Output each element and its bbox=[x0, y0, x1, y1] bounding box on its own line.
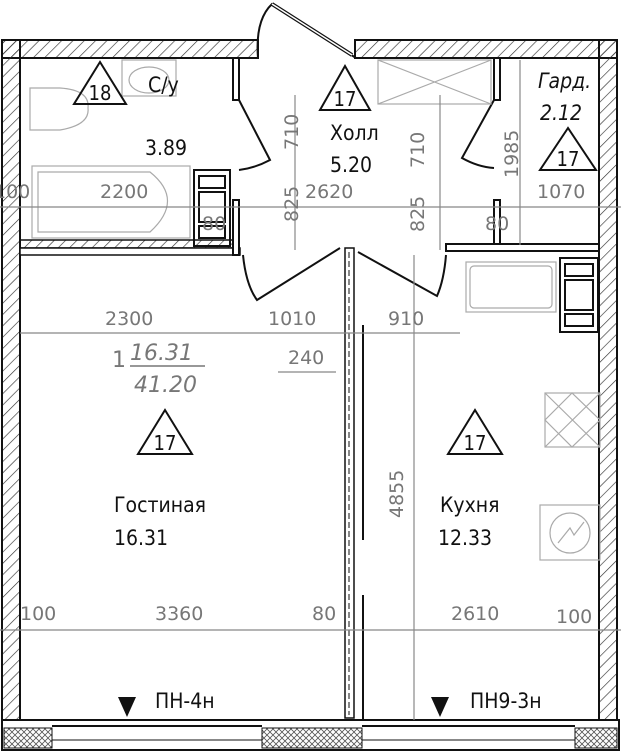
dimension-lines bbox=[0, 60, 621, 720]
room-kitchen: 17 Кухня 12.33 bbox=[438, 408, 504, 550]
living-name: Гостиная bbox=[114, 493, 206, 517]
doors bbox=[238, 2, 495, 302]
dim-label: 80 bbox=[312, 603, 336, 625]
living-area-summary: 16.31 bbox=[130, 341, 193, 366]
dim-label: 100 bbox=[0, 181, 30, 203]
hall-marker: 17 bbox=[334, 87, 357, 111]
dim-label: 100 bbox=[556, 606, 592, 628]
dim-label: 910 bbox=[388, 308, 424, 330]
dim-label: 710 bbox=[281, 114, 303, 150]
rooms-count: 1 bbox=[112, 348, 126, 373]
room-bathroom: 18 С/у 3.89 bbox=[72, 60, 187, 160]
living-area: 16.31 bbox=[114, 526, 168, 550]
exterior-walls bbox=[1, 39, 618, 721]
dimension-labels: 100 2200 80 2620 80 1070 2300 1010 910 2… bbox=[0, 114, 592, 628]
dim-label: 4855 bbox=[386, 470, 408, 518]
bathroom-area: 3.89 bbox=[145, 136, 187, 160]
bathroom-fixtures bbox=[29, 59, 231, 247]
hall-area: 5.20 bbox=[330, 153, 372, 177]
dim-label: 1985 bbox=[501, 130, 523, 178]
wardrobe-marker: 17 bbox=[557, 147, 580, 171]
closet bbox=[377, 59, 492, 105]
dim-label: 100 bbox=[20, 603, 56, 625]
kitchen-marker: 17 bbox=[464, 431, 487, 455]
dim-label: 825 bbox=[407, 196, 429, 232]
dim-label: 2610 bbox=[451, 603, 499, 625]
dim-label: 825 bbox=[281, 186, 303, 222]
room-wardrobe: Гард. 2.12 17 bbox=[538, 69, 598, 171]
window-labels: ПН-4н ПН9-3н bbox=[118, 689, 542, 717]
room-living: 17 Гостиная 16.31 bbox=[114, 408, 206, 550]
dim-label: 240 bbox=[288, 347, 324, 369]
dim-label: 3360 bbox=[155, 603, 203, 625]
kitchen-fixtures bbox=[465, 257, 601, 561]
window-label-living: ПН-4н bbox=[155, 689, 215, 713]
dim-label: 2620 bbox=[305, 181, 353, 203]
dim-label: 2300 bbox=[105, 308, 153, 330]
window-label-kitchen: ПН9-3н bbox=[470, 689, 542, 713]
window-marker-icon bbox=[118, 697, 136, 717]
kitchen-area: 12.33 bbox=[438, 526, 492, 550]
dim-label: 710 bbox=[407, 132, 429, 168]
window-marker-icon bbox=[431, 697, 449, 717]
dim-label: 80 bbox=[485, 213, 509, 235]
dim-label: 2200 bbox=[100, 181, 148, 203]
room-hall: 17 Холл 5.20 bbox=[318, 63, 379, 177]
apartment-summary: 1 16.31 41.20 bbox=[112, 341, 205, 398]
bathroom-marker: 18 bbox=[89, 81, 112, 105]
dim-label: 80 bbox=[202, 213, 226, 235]
bathroom-name: С/у bbox=[148, 73, 179, 97]
window-wall bbox=[1, 719, 620, 751]
total-area: 41.20 bbox=[134, 373, 197, 398]
wardrobe-area: 2.12 bbox=[540, 101, 582, 125]
wardrobe-name: Гард. bbox=[538, 69, 591, 93]
kitchen-name: Кухня bbox=[440, 493, 499, 517]
interior-walls bbox=[19, 57, 600, 740]
living-marker: 17 bbox=[154, 431, 177, 455]
hall-name: Холл bbox=[330, 121, 379, 145]
dim-label: 1070 bbox=[537, 181, 585, 203]
dim-label: 1010 bbox=[268, 308, 316, 330]
